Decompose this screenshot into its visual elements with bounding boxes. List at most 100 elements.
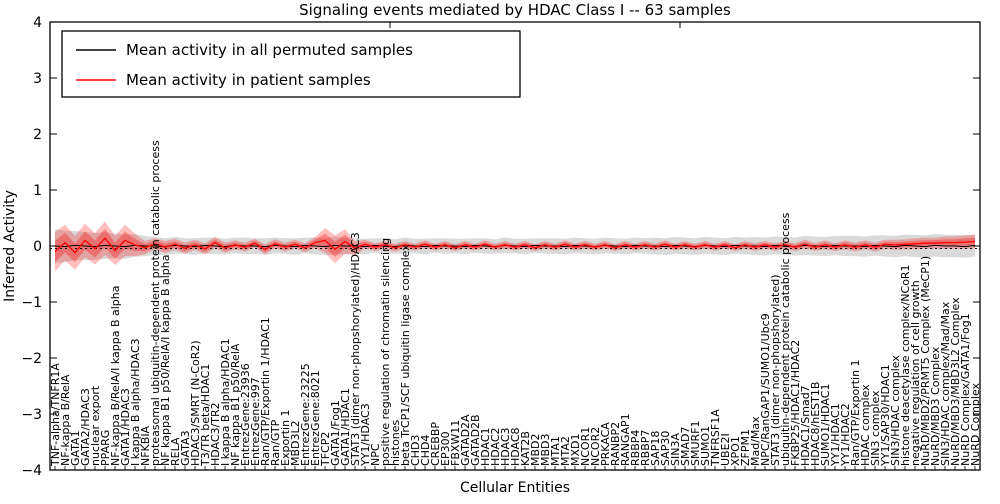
x-tick-label: CHD3: [409, 435, 422, 466]
x-tick-label: SIN3A: [669, 433, 682, 466]
x-tick-label: HDAC3/TR2: [209, 402, 222, 466]
x-tick-label: CHD4: [419, 435, 432, 466]
x-tick-label: TNF-alpha/TNFR1A: [49, 363, 62, 467]
y-tick-label: 3: [33, 71, 42, 87]
x-tick-label: HDAC1/Smad7: [799, 385, 812, 466]
x-tick-label: GATA1: [69, 430, 82, 466]
x-tick-label: FBXW11: [449, 420, 462, 466]
x-tick-label: proteasomal ubiquitin-dependent protein …: [149, 140, 162, 466]
x-tick-label: EntrezGene:997: [249, 377, 262, 466]
x-tick-label: PPARG: [99, 430, 112, 466]
x-tick-label: TNFRSF1A: [709, 409, 722, 467]
x-tick-label: NF-kappa B/RelA/I kappa B alpha: [109, 286, 122, 467]
y-tick-label: −1: [21, 295, 42, 311]
x-tick-label: NuRD/MBD3 Complex: [929, 346, 942, 466]
x-tick-label: MBD2: [529, 433, 542, 466]
x-tick-label: EntrezGene:23936: [239, 363, 252, 466]
x-tick-label: NPC/RanGAP1/SUMO1/Ubc9: [759, 313, 772, 466]
x-tick-label: GATA2/HDAC3: [79, 388, 92, 466]
y-tick-label: −3: [21, 407, 42, 423]
x-tick-label: MBD3L2: [289, 420, 302, 466]
x-tick-label: Ran/GTP/Exportin 1/HDAC1: [259, 317, 272, 466]
x-tick-label: RANGAP1: [619, 413, 632, 466]
x-tick-label: YY1/SAP30/HDAC1: [879, 364, 892, 467]
legend-label-patient: Mean activity in patient samples: [126, 71, 371, 89]
x-tick-label: NuRD Complex/GATA1/Fog1: [959, 313, 972, 466]
x-tick-label: GATA1/HDAC1: [339, 388, 352, 466]
y-axis-label: Inferred Activity: [2, 190, 18, 302]
x-tick-label: SUMO1: [699, 426, 712, 466]
x-tick-label: NuRD/MBD3/MBD3L2 Complex: [949, 297, 962, 466]
x-tick-label: SIN3/HDAC complex/Mad/Max: [939, 301, 952, 466]
x-tick-label: ZFPM1: [739, 429, 752, 466]
y-tick-label: 0: [33, 239, 42, 255]
x-tick-label: SIN3/HDAC complex: [889, 355, 902, 466]
x-tick-label: GATA3: [179, 430, 192, 466]
y-tick-label: 1: [33, 183, 42, 199]
x-tick-label: YY1/HDAC2: [839, 403, 852, 467]
x-tick-label: SUMO1/HDAC1: [819, 384, 832, 466]
x-tick-label: RELA: [169, 437, 182, 466]
x-tick-label: TFCP2: [319, 432, 332, 467]
y-tick-label: 4: [33, 15, 42, 31]
x-tick-label: RANBP2: [609, 422, 622, 466]
x-tick-label: GATA1/Fog1: [329, 400, 342, 466]
x-tick-label: CREBBP: [429, 422, 442, 466]
x-tick-label: SAP18: [649, 431, 662, 466]
x-tick-label: Ran/GTP/Exportin 1: [849, 359, 862, 466]
x-tick-label: HDAC1: [479, 427, 492, 466]
x-tick-label: I kappa B alpha/HDAC1: [219, 338, 232, 466]
x-tick-label: HDAC3/SMRT (N-CoR2): [189, 340, 202, 466]
plot-frame: [49, 21, 981, 471]
x-tick-label: SAP30: [659, 431, 672, 466]
x-tick-label: XPO1: [729, 436, 742, 466]
x-tick-label: STAT3 (dimer non-phopshorylated)/HDAC3: [349, 232, 362, 466]
x-tick-label: EP300: [439, 431, 452, 466]
patient-mean-line: [54, 237, 976, 254]
x-tick-label: NCOR2: [589, 427, 602, 466]
x-tick-label: HDAC complex: [859, 384, 872, 466]
y-tick-label: 2: [33, 127, 42, 143]
x-tick-label: HDAC8/hEST1B: [809, 382, 822, 466]
x-tick-label: GATAD2B: [469, 414, 482, 466]
x-tick-label: NuRD Complex: [969, 382, 982, 466]
x-tick-label: MTA2: [559, 436, 572, 466]
x-tick-label: histone deacetylase complex/NCoR1: [899, 264, 912, 466]
x-tick-label: Ran/GTP: [269, 419, 282, 466]
x-tick-label: ubiquitin-dependent protein catabolic pr…: [779, 212, 792, 466]
y-tick-label: −4: [21, 463, 42, 479]
x-tick-label: KAT2B: [519, 431, 532, 466]
x-tick-label: HDAC2: [489, 427, 502, 466]
legend-label-permuted: Mean activity in all permuted samples: [126, 41, 413, 59]
x-tick-label: MXD1: [569, 434, 582, 467]
x-tick-label: MTA1: [549, 436, 562, 466]
x-tick-label: YY1/HDAC1: [829, 403, 842, 467]
x-tick-label: T3/TR beta/HDAC1: [199, 364, 212, 467]
x-tick-label: I kappa B alpha/HDAC3: [129, 338, 142, 466]
x-tick-label: NFKBIA: [139, 425, 152, 466]
x-tick-label: HDAC3: [499, 427, 512, 466]
x-tick-label: FKBP25/HDAC1/HDAC2: [789, 340, 802, 466]
x-tick-label: STAT3 (dimer non-phopshorylated): [769, 275, 782, 467]
x-tick-label: EntrezGene:8021: [309, 370, 322, 466]
x-tick-label: UBE2I: [719, 433, 732, 466]
x-tick-label: YY1/HDAC3: [359, 403, 372, 467]
x-tick-label: beta TrCP1/SCF ubiquitin ligase complex: [399, 244, 412, 466]
x-tick-label: GATAD2A: [459, 414, 472, 466]
permuted-mean-line: [54, 244, 976, 248]
x-tick-label: GATA1/HDAC3: [119, 388, 132, 466]
x-tick-label: MBD3: [539, 433, 552, 466]
x-tick-label: positive regulation of chromatin silenci…: [379, 238, 392, 466]
x-tick-label: SIN3 complex: [869, 390, 882, 466]
x-tick-label: SMURF1: [689, 421, 702, 467]
x-tick-label: histones: [389, 419, 402, 466]
x-tick-label: Mad/Max: [749, 416, 762, 466]
y-tick-label: −2: [21, 351, 42, 367]
legend: Mean activity in all permuted samples Me…: [61, 30, 521, 98]
x-tick-label: NF-kappa B/RelA: [59, 374, 72, 466]
x-tick-label: NF kappa B1 p50/RelA/I kappa B alpha: [159, 255, 172, 467]
x-tick-label: EntrezGene:23225: [299, 363, 312, 466]
